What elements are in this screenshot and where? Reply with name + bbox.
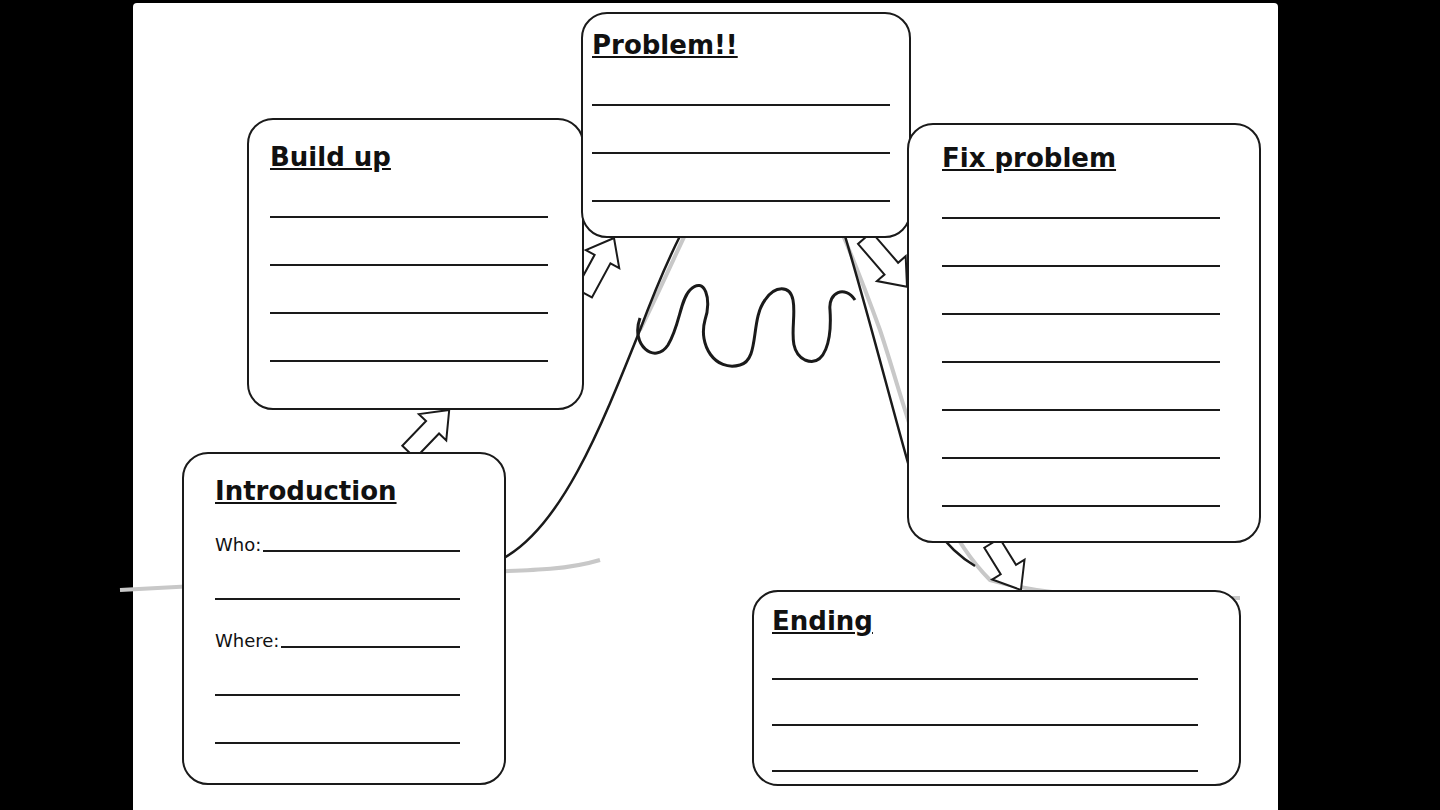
- writing-line: [270, 222, 548, 270]
- answer-line: [592, 104, 890, 106]
- block-arrow: [984, 538, 1024, 590]
- answer-line: [772, 770, 1198, 772]
- writing-line: [942, 319, 1220, 367]
- answer-line: [942, 457, 1220, 459]
- box-heading: Introduction: [215, 474, 460, 508]
- answer-line: [942, 265, 1220, 267]
- prompt-label: Who:: [215, 534, 261, 556]
- writing-line: [942, 271, 1220, 319]
- writing-line: [942, 175, 1220, 223]
- writing-line: [772, 638, 1198, 684]
- answer-line: [270, 216, 548, 218]
- box-content: IntroductionWho: Where:: [184, 454, 504, 748]
- story-box: Ending: [752, 590, 1241, 786]
- writing-line: [942, 463, 1220, 511]
- writing-line: [215, 556, 460, 604]
- snow-cap: [638, 285, 855, 366]
- answer-line: [772, 678, 1198, 680]
- box-content: Ending: [754, 592, 1239, 776]
- answer-line: [215, 598, 460, 600]
- story-box: Build up: [247, 118, 584, 410]
- writing-line: [270, 270, 548, 318]
- block-arrow: [858, 232, 907, 287]
- answer-line: [942, 505, 1220, 507]
- writing-line: [772, 684, 1198, 730]
- writing-line: [592, 110, 890, 158]
- box-heading: Build up: [270, 140, 548, 174]
- writing-line: [772, 730, 1198, 776]
- story-box: IntroductionWho: Where:: [182, 452, 506, 785]
- box-heading: Fix problem: [942, 141, 1220, 175]
- block-arrow: [402, 410, 449, 458]
- writing-line: [592, 62, 890, 110]
- box-heading: Ending: [772, 604, 1198, 638]
- answer-line: [772, 724, 1198, 726]
- answer-line: [942, 409, 1220, 411]
- answer-line: [270, 312, 548, 314]
- answer-line: [215, 694, 460, 696]
- answer-line: [942, 217, 1220, 219]
- answer-line: [270, 360, 548, 362]
- answer-line: [270, 264, 548, 266]
- writing-line: [942, 223, 1220, 271]
- box-content: Problem!!: [583, 14, 909, 206]
- answer-line: [592, 152, 890, 154]
- answer-line: [281, 646, 460, 648]
- answer-line: [942, 313, 1220, 315]
- writing-line: Who:: [215, 508, 460, 556]
- writing-line: [215, 652, 460, 700]
- writing-line: [270, 174, 548, 222]
- answer-line: [592, 200, 890, 202]
- answer-line: [263, 550, 460, 552]
- answer-line: [215, 742, 460, 744]
- story-box: Fix problem: [907, 123, 1261, 543]
- writing-line: [215, 700, 460, 748]
- answer-line: [942, 361, 1220, 363]
- writing-line: [942, 367, 1220, 415]
- box-heading: Problem!!: [592, 28, 890, 62]
- writing-line: Where:: [215, 604, 460, 652]
- prompt-label: Where:: [215, 630, 279, 652]
- writing-line: [942, 415, 1220, 463]
- box-content: Fix problem: [909, 125, 1259, 511]
- story-box: Problem!!: [581, 12, 911, 238]
- box-content: Build up: [249, 120, 582, 366]
- writing-line: [270, 318, 548, 366]
- writing-line: [592, 158, 890, 206]
